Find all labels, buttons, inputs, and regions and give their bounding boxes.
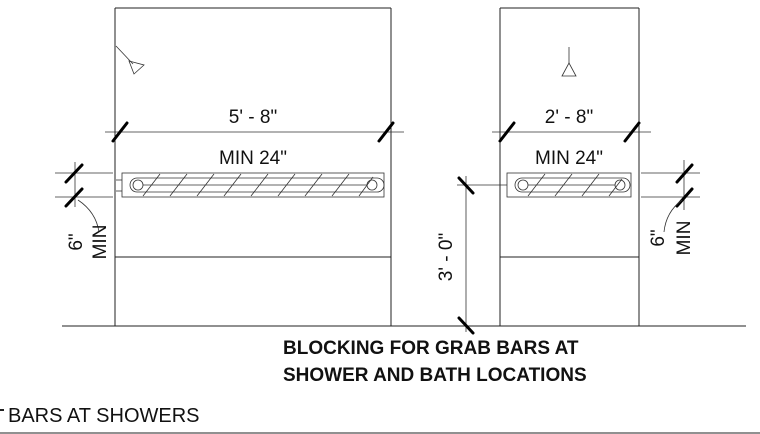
left-elevation: 5' - 8" MIN 24" (55, 7, 404, 326)
height-dimension: 3' - 0" (436, 176, 507, 335)
blocking-note: BLOCKING FOR GRAB BARS AT SHOWER AND BAT… (283, 338, 587, 386)
shower-head-icon (561, 47, 577, 77)
height-dimension-label: 3' - 0" (436, 233, 457, 281)
offset-qualifier-label: MIN (90, 225, 111, 260)
offset-value-label: 6" (66, 233, 87, 250)
grab-bar-min-length-label: MIN 24" (535, 148, 603, 169)
note-line-2: SHOWER AND BATH LOCATIONS (283, 365, 587, 386)
grab-bar-min-length-label: MIN 24" (219, 148, 287, 169)
overall-dimension-left: 5' - 8" (105, 107, 404, 143)
shower-head-icon (115, 45, 145, 75)
offset-value-label: 6" (648, 229, 669, 246)
grab-bar-icon (116, 172, 385, 198)
note-line-1: BLOCKING FOR GRAB BARS AT (283, 338, 579, 359)
sheet-title: BARS AT SHOWERS (8, 405, 200, 427)
grab-bar-icon (506, 172, 632, 198)
overall-dimension-label: 2' - 8" (545, 107, 593, 128)
offset-dimension-left: 6" MIN (55, 162, 113, 259)
offset-qualifier-label: MIN (674, 221, 695, 256)
overall-dimension-right: 2' - 8" (492, 107, 651, 143)
overall-dimension-label: 5' - 8" (229, 107, 277, 128)
offset-dimension-right: 6" MIN (641, 160, 700, 255)
right-elevation: 2' - 8" MIN 24" 3' - 0" (436, 7, 700, 335)
